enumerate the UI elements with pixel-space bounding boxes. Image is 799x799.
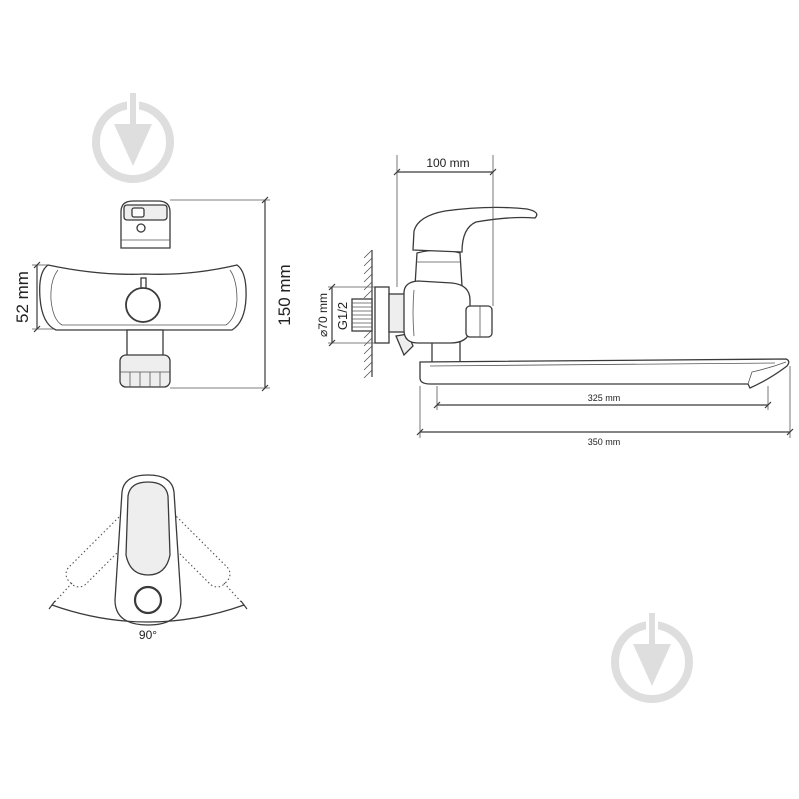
dimension-wall-projection: 100 mm — [393, 155, 497, 306]
front-spout-nut — [119, 329, 171, 388]
wall-flange — [374, 286, 390, 344]
watermark-download-icon — [92, 90, 174, 183]
dimension-label: 150 mm — [275, 264, 294, 325]
side-lever-handle — [412, 206, 538, 253]
dimension-body-height: 52 mm — [13, 261, 54, 333]
dimension-total-height: 150 mm — [170, 196, 294, 392]
dimension-label: ⌀70 mm — [316, 293, 330, 337]
connection-nut — [388, 293, 406, 333]
dimension-label: 350 mm — [588, 437, 621, 447]
dimension-label: 100 mm — [426, 156, 469, 170]
dimension-eccentric-diameter: ⌀70 mm — [316, 283, 376, 347]
watermark-download-icon — [611, 610, 693, 703]
front-body — [39, 264, 247, 331]
top-lever-hub — [133, 585, 163, 615]
dimension-spout-total: 350 mm — [416, 366, 794, 447]
rotation-angle-label: 90° — [139, 628, 157, 642]
top-lever — [125, 481, 171, 576]
side-body — [403, 249, 493, 365]
front-lever-hub — [125, 287, 161, 323]
rotation-arc: 90° — [48, 600, 248, 642]
eccentric-thread: G1/2 — [335, 298, 373, 332]
dimension-label: 325 mm — [588, 393, 621, 403]
lever-left-position — [65, 498, 155, 588]
front-view: 52 mm 150 mm — [13, 196, 294, 392]
side-view: G1/2 ⌀70 mm — [316, 155, 794, 447]
spout — [419, 358, 790, 389]
thread-label: G1/2 — [335, 302, 350, 330]
top-view: 90° — [48, 474, 248, 642]
front-handle — [120, 200, 171, 249]
dimension-label: 52 mm — [13, 271, 32, 323]
diverter-knob — [465, 305, 493, 338]
dimension-spout-inner: 325 mm — [433, 386, 772, 410]
